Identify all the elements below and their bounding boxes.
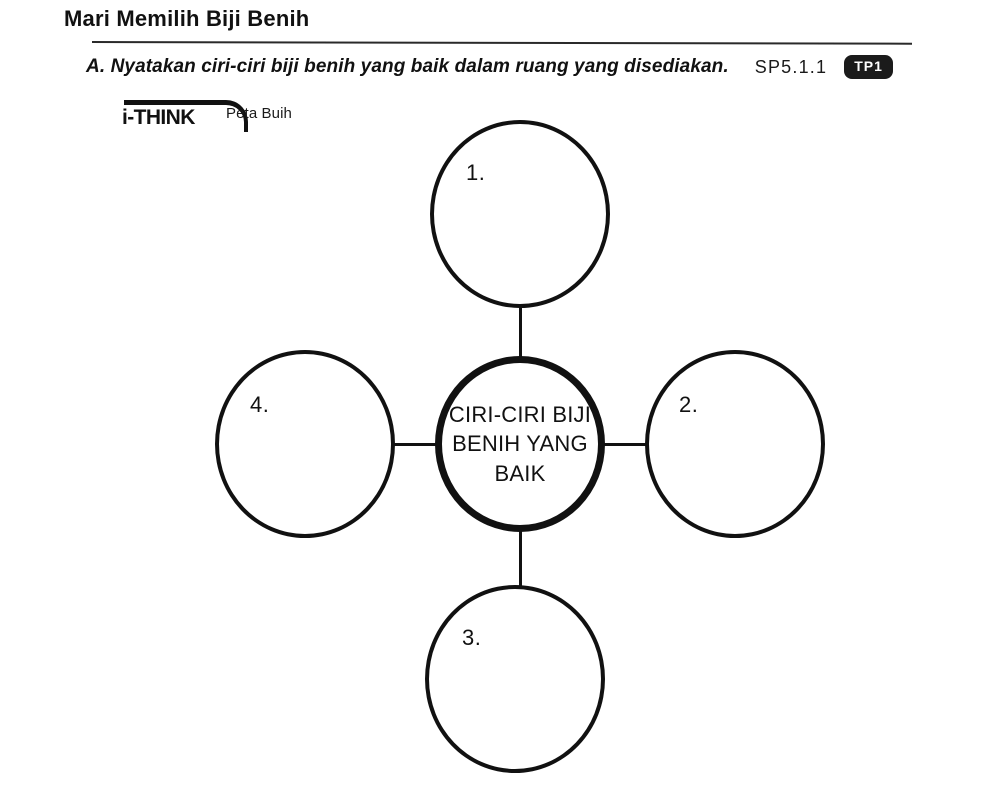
ithink-brand-text: i-THINK: [122, 106, 195, 129]
connector-center-to-bubble-1: [519, 306, 522, 358]
tahap-penguasaan-badge: TP1: [845, 56, 892, 78]
bubble-number-2: 2.: [679, 392, 699, 417]
bubble-number-3: 3.: [462, 625, 482, 650]
map-type-label: Peta Buih: [226, 105, 292, 122]
answer-bubble-3[interactable]: 3.: [425, 585, 605, 773]
bubble-number-4: 4.: [250, 392, 270, 417]
connector-center-to-bubble-2: [603, 443, 647, 446]
connector-center-to-bubble-4: [392, 443, 438, 446]
instruction-text: A. Nyatakan ciri-ciri biji benih yang ba…: [86, 56, 729, 77]
center-topic-label: CIRI-CIRI BIJI BENIH YANG BAIK: [448, 402, 592, 486]
instruction-row: A. Nyatakan ciri-ciri biji benih yang ba…: [86, 56, 892, 78]
ithink-logo: i-THINK Peta Buih: [122, 100, 322, 136]
answer-bubble-4[interactable]: 4.: [215, 350, 395, 538]
bubble-number-1: 1.: [466, 160, 486, 185]
ithink-logo-curve: [214, 100, 248, 132]
answer-bubble-1[interactable]: 1.: [430, 120, 610, 308]
standard-prestasi-code: SP5.1.1: [754, 56, 828, 77]
answer-bubble-2[interactable]: 2.: [645, 350, 825, 538]
connector-center-to-bubble-3: [519, 530, 522, 586]
center-topic-bubble: CIRI-CIRI BIJI BENIH YANG BAIK: [435, 356, 605, 532]
ithink-logo-bar: [124, 100, 220, 105]
page-title: Mari Memilih Biji Benih: [64, 6, 310, 31]
